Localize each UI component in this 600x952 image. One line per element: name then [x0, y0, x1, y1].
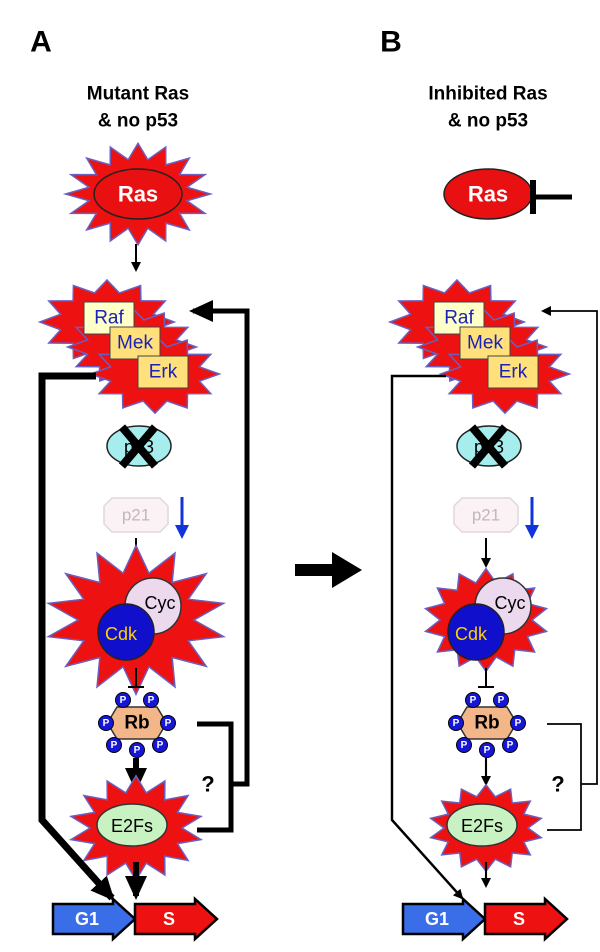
panel-title-line2: & no p53 — [448, 111, 528, 132]
mek-label: Mek — [117, 333, 153, 354]
raf-label: Raf — [94, 308, 124, 329]
rb-e2f-bracket — [547, 723, 582, 831]
s-label: S — [163, 909, 175, 929]
p21-node — [103, 497, 169, 533]
feedback-question-mark: ? — [201, 772, 214, 797]
cdk-label: Cdk — [455, 624, 488, 644]
rb-label: Rb — [474, 713, 499, 734]
phospho-group — [479, 742, 495, 758]
phospho-group — [456, 737, 472, 753]
e2f-node — [96, 803, 168, 847]
phospho-label: P — [515, 718, 522, 729]
phospho-label: P — [165, 718, 172, 729]
phospho-group — [502, 737, 518, 753]
erk-box — [137, 355, 189, 389]
ras-node — [93, 168, 183, 220]
phospho-group — [448, 715, 464, 731]
erk-box — [487, 355, 539, 389]
e2f-label: E2Fs — [111, 816, 153, 836]
mek-label: Mek — [467, 333, 503, 354]
phospho-label: P — [470, 695, 477, 706]
rb-e2f-bracket — [197, 721, 234, 833]
phospho-label: P — [148, 695, 155, 706]
phospho-group — [465, 692, 481, 708]
p21-label: p21 — [122, 506, 150, 525]
phospho-group — [98, 715, 114, 731]
phospho-label: P — [484, 745, 491, 756]
p53-cross-stroke-2 — [468, 424, 509, 469]
rb-label: Rb — [124, 713, 149, 734]
phospho-label: P — [134, 745, 141, 756]
panel-title-line1: Inhibited Ras — [428, 84, 547, 105]
raf-label: Raf — [444, 308, 474, 329]
phospho-label: P — [120, 695, 127, 706]
erk-to-g1-arrow — [38, 372, 115, 901]
phospho-group — [106, 737, 122, 753]
erk-label: Erk — [149, 362, 178, 383]
phospho-group — [143, 692, 159, 708]
p21-node — [453, 497, 519, 533]
panel-title-line1: Mutant Ras — [87, 84, 189, 105]
e2f-node — [446, 803, 518, 847]
phospho-label: P — [157, 740, 164, 751]
cdk-node — [447, 603, 505, 661]
mek-box — [459, 326, 511, 360]
s-arrow — [483, 896, 569, 942]
ras-label: Ras — [118, 182, 158, 207]
phospho-group — [160, 715, 176, 731]
mek-box — [109, 326, 161, 360]
phospho-group — [152, 737, 168, 753]
panel-letter: A — [30, 26, 52, 59]
phospho-label: P — [498, 695, 505, 706]
phospho-group — [510, 715, 526, 731]
g1-label: G1 — [425, 909, 449, 929]
phospho-label: P — [111, 740, 118, 751]
cdk-label: Cdk — [105, 624, 138, 644]
s-arrow — [133, 896, 219, 942]
g1-arrow — [401, 896, 487, 942]
e2f-label: E2Fs — [461, 816, 503, 836]
phospho-group — [115, 692, 131, 708]
phospho-label: P — [103, 718, 110, 729]
feedback-question-mark: ? — [551, 772, 564, 797]
phospho-label: P — [461, 740, 468, 751]
panel-title-line2: & no p53 — [98, 111, 178, 132]
cdk-node — [97, 603, 155, 661]
phospho-label: P — [507, 740, 514, 751]
feedback-arrow-to-raf — [541, 306, 598, 785]
p21-label: p21 — [472, 506, 500, 525]
p53-cross-stroke-2 — [118, 424, 159, 469]
g1-arrow — [51, 896, 137, 942]
erk-label: Erk — [499, 362, 528, 383]
phospho-group — [493, 692, 509, 708]
transition-arrow — [295, 552, 362, 588]
cyc-label: Cyc — [495, 593, 526, 613]
cyc-label: Cyc — [145, 593, 176, 613]
panel-letter: B — [380, 26, 402, 59]
phospho-label: P — [453, 718, 460, 729]
erk-to-g1-arrow — [390, 374, 464, 900]
phospho-group — [129, 742, 145, 758]
s-label: S — [513, 909, 525, 929]
feedback-arrow-to-raf — [189, 300, 250, 787]
g1-label: G1 — [75, 909, 99, 929]
ras-label: Ras — [468, 182, 508, 207]
